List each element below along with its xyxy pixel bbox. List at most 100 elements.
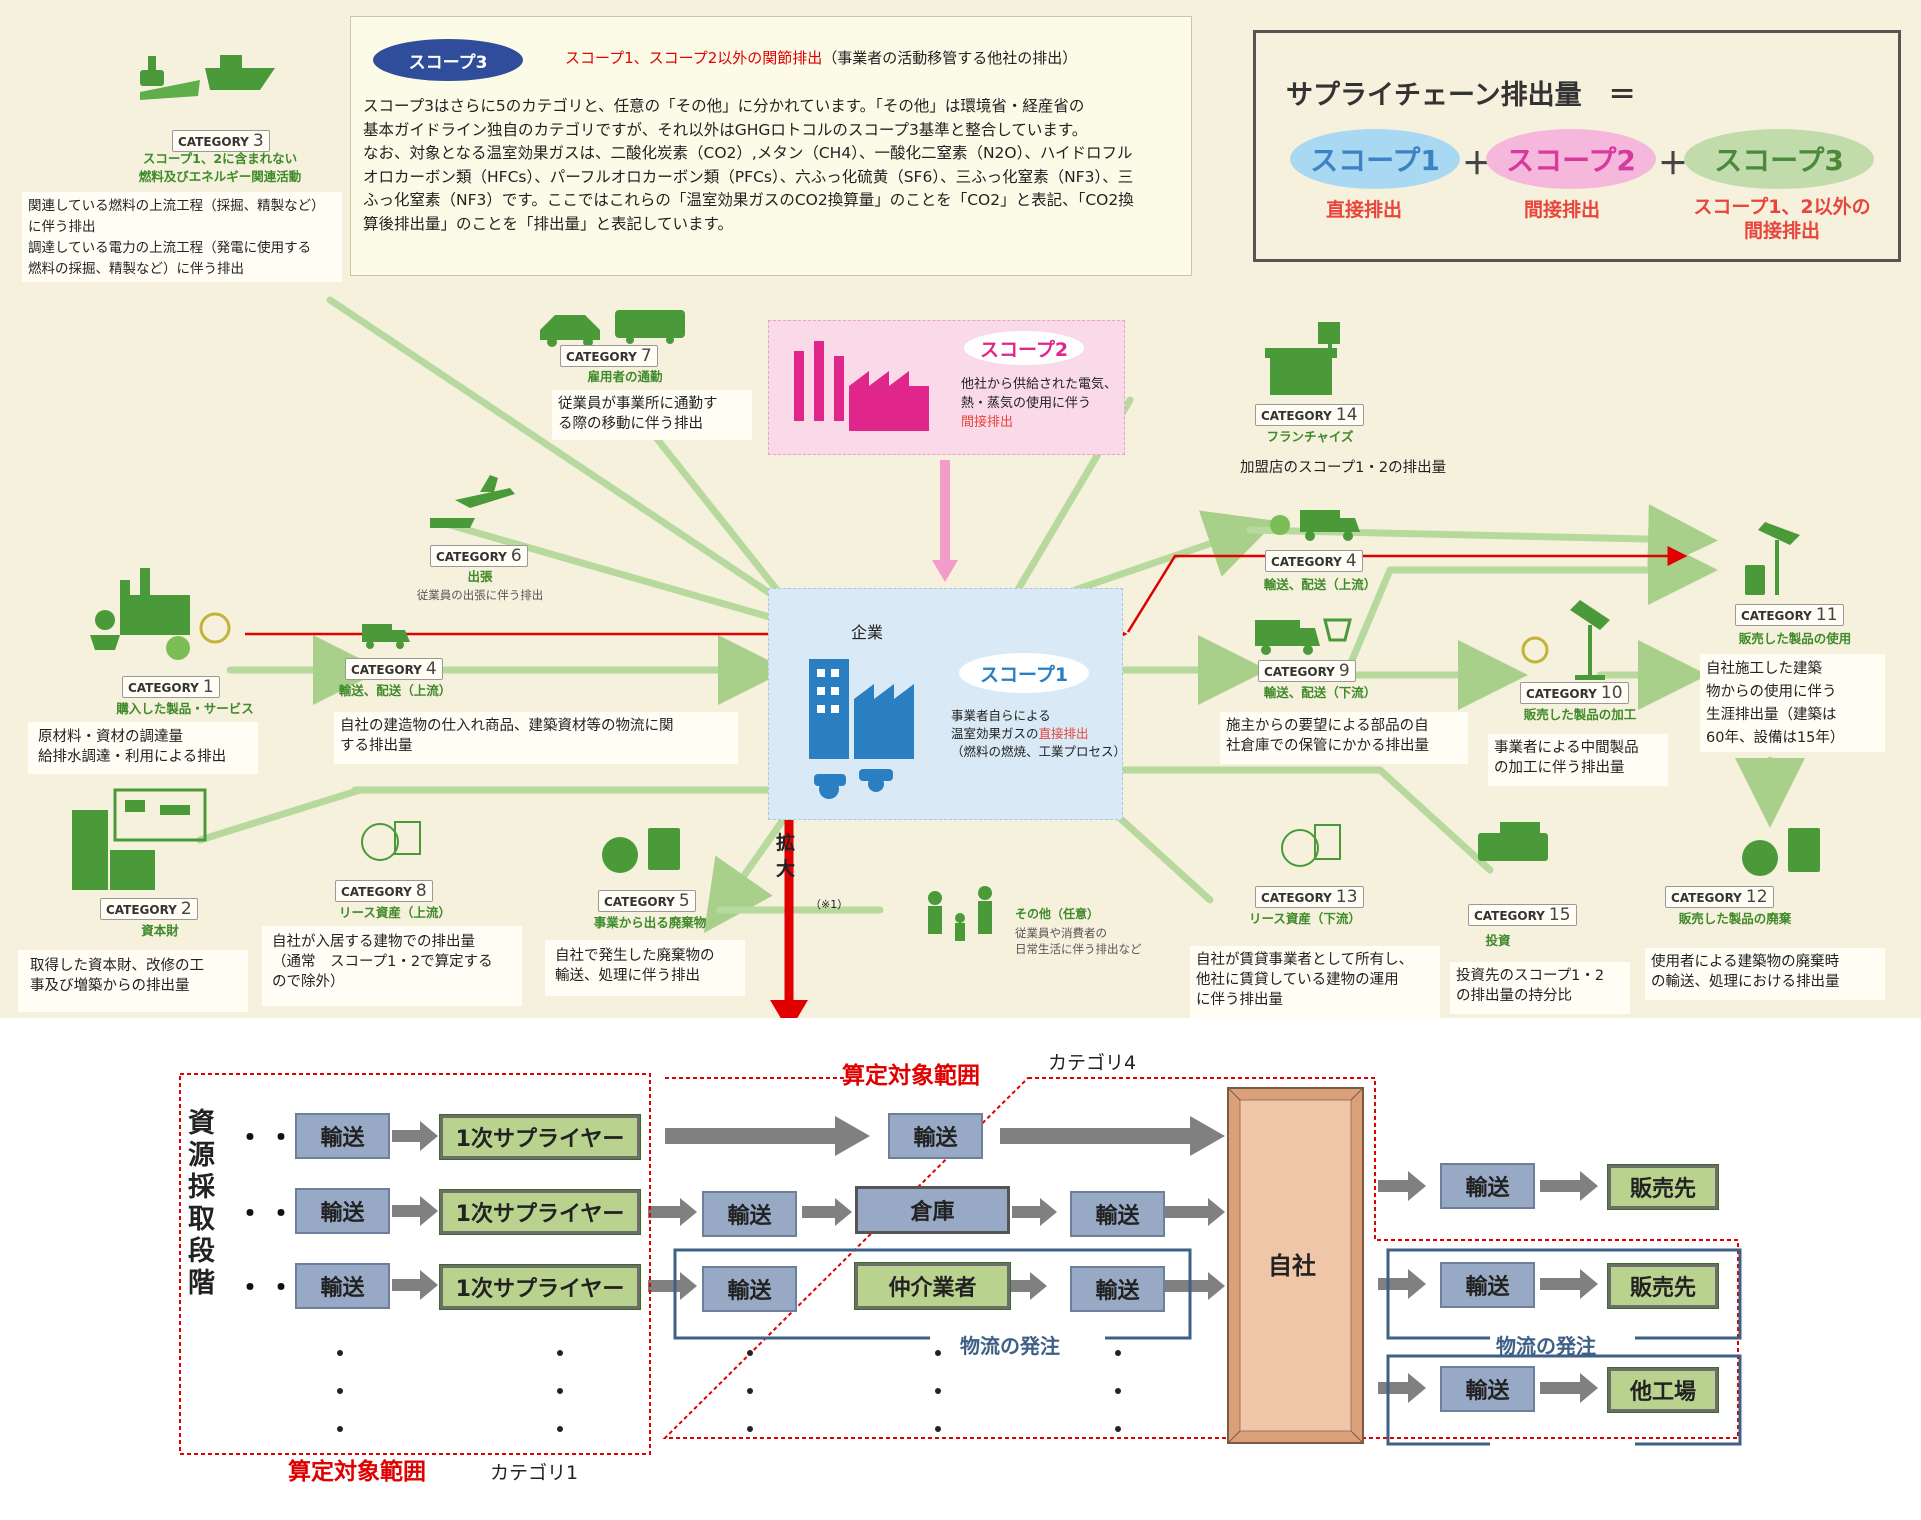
continuation-dot xyxy=(747,1388,753,1394)
transport-box: 輸送 xyxy=(1070,1191,1165,1237)
category4-label: カテゴリ4 xyxy=(1048,1052,1137,1074)
scope2-description: 他社から供給された電気、熱・蒸気の使用に伴う 間接排出 xyxy=(961,377,1118,430)
transport-box: 輸送 xyxy=(295,1263,390,1309)
company-scope1-card: 企業 スコープ1 事業者自らによる 温室効果ガスの直接排出 （燃料の燃焼、工業プ… xyxy=(768,588,1126,820)
supply-chain-formula-box: サプライチェーン排出量 ＝ スコープ1 ＋ スコープ2 ＋ スコープ3 直接排出… xyxy=(1253,30,1901,262)
scope1-desc: 直接排出 xyxy=(1326,199,1403,221)
resource-extraction-label: 資源採取段階 xyxy=(188,1108,215,1299)
other-title: その他（任意） xyxy=(1015,907,1100,921)
expand-label: 拡大 xyxy=(776,832,796,880)
logistics-order-label: 物流の発注 xyxy=(1496,1334,1596,1358)
cat3-description: 関連している燃料の上流工程（採掘、精製など）に伴う排出調達している電力の上流工程… xyxy=(28,198,325,277)
cat7-description: 従業員が事業所に通勤する際の移動に伴う排出 xyxy=(558,396,718,432)
plus-sign-2: ＋ xyxy=(1658,147,1688,182)
cat7-subtitle: 雇用者の通勤 xyxy=(587,369,663,384)
other-factory-box: 他工場 xyxy=(1607,1367,1719,1413)
lamp-icon-11 xyxy=(1745,522,1800,595)
cat7-desc-bg xyxy=(552,390,752,440)
cat12-subtitle: 販売した製品の廃棄 xyxy=(1678,911,1792,926)
cat12-desc-bg xyxy=(1645,948,1885,1000)
cat9-desc-bg xyxy=(1220,712,1468,764)
continuation-dot xyxy=(935,1350,941,1356)
cat5-desc-bg xyxy=(545,940,745,996)
cat10-desc-bg xyxy=(1488,734,1668,786)
calc-scope-label-cat4: 算定対象範囲 xyxy=(842,1063,980,1089)
continuation-dot xyxy=(1115,1388,1121,1394)
cat7-icons xyxy=(540,310,685,347)
primary-supplier-box: 1次サプライヤー xyxy=(439,1264,641,1310)
continuation-dot xyxy=(747,1426,753,1432)
lamp-icon-10 xyxy=(1521,600,1610,680)
sales-destination-box: 販売先 xyxy=(1607,1263,1719,1309)
scope3-badge: スコープ3 xyxy=(373,39,523,81)
cat13-subtitle: リース資産（下流） xyxy=(1249,911,1361,926)
company-label: 企業 xyxy=(851,623,884,642)
cat5-description: 自社で発生した廃棄物の輸送、処理に伴う排出 xyxy=(555,948,715,984)
calc-scope-label-cat1: 算定対象範囲 xyxy=(288,1459,426,1485)
transport-box: 輸送 xyxy=(295,1113,390,1159)
scope2-card: スコープ2 他社から供給された電気、熱・蒸気の使用に伴う 間接排出 xyxy=(768,320,1125,455)
primary-supplier-box: 1次サプライヤー xyxy=(439,1189,641,1235)
scope3-explanation-box: スコープ3 スコープ1、スコープ2以外の関節排出（事業者の活動移管する他社の排出… xyxy=(350,16,1192,276)
cat1-icons xyxy=(90,568,231,660)
calculation-scope-flow: 資源採取段階 ・・・ ・・・ ・・・ 輸送 1次サプライヤー 輸送 輸送 1次サ… xyxy=(0,1018,1921,1520)
cat5-subtitle: 事業から出る廃棄物 xyxy=(593,915,707,930)
cat4a-subtitle: 輸送、配送（上流） xyxy=(338,683,452,698)
continuation-dot xyxy=(1115,1426,1121,1432)
franchise-icon xyxy=(1265,322,1340,395)
cat2-subtitle: 資本財 xyxy=(141,923,179,938)
cat6-icon xyxy=(430,475,515,528)
continuation-dot xyxy=(337,1426,343,1432)
cat13-desc-bg xyxy=(1190,946,1440,1018)
scope2-desc: 間接排出 xyxy=(1524,199,1601,221)
truck-icon-4a xyxy=(362,624,410,649)
cat11-subtitle: 販売した製品の使用 xyxy=(1738,631,1852,646)
truck-icon-4b xyxy=(1270,510,1360,541)
sales-destination-box: 販売先 xyxy=(1607,1164,1719,1210)
cat9-description: 施主からの要望による部品の自社倉庫での保管にかかる排出量 xyxy=(1226,718,1429,754)
logistics-order-label: 物流の発注 xyxy=(960,1334,1060,1358)
cat12-description: 使用者による建築物の廃棄時の輸送、処理における排出量 xyxy=(1651,954,1840,990)
cat1-description: 原材料・資材の調達量給排水調達・利用による排出 xyxy=(38,729,227,765)
company-building-icon xyxy=(809,659,914,799)
transport-box: 輸送 xyxy=(702,1191,797,1237)
transport-box: 輸送 xyxy=(888,1113,983,1159)
waste-icon-12 xyxy=(1742,828,1820,876)
cat11-desc-bg xyxy=(1700,654,1885,752)
cat15-subtitle: 投資 xyxy=(1485,933,1511,948)
cat1-subtitle: 購入した製品・サービス xyxy=(116,701,254,716)
cat2-icons xyxy=(72,788,207,890)
continuation-dot xyxy=(557,1388,563,1394)
primary-supplier-box: 1次サプライヤー xyxy=(439,1114,641,1160)
cat3-icons xyxy=(140,55,275,100)
scope1-label: スコープ1 xyxy=(959,653,1089,693)
cat3-desc-bg xyxy=(22,192,342,282)
continuation-dot xyxy=(935,1388,941,1394)
continuation-dot xyxy=(337,1350,343,1356)
cat2-desc-bg xyxy=(18,950,248,1012)
cat2-description: 取得した資本財、改修の工事及び増築からの排出量 xyxy=(30,958,204,994)
cat4a-description: 自社の建造物の仕入れ商品、建築資材等の物流に関する排出量 xyxy=(340,718,674,754)
waste-icon-5 xyxy=(602,828,680,873)
scope1-oval: スコープ1 xyxy=(1290,129,1460,189)
truck-icon-9 xyxy=(1255,618,1352,655)
lease-icon-8 xyxy=(361,821,421,861)
factory-icon xyxy=(794,341,929,431)
cat8-description: 自社が入居する建物での排出量（通常 スコープ1・2で算定するので除外） xyxy=(272,934,493,990)
family-icon xyxy=(928,886,992,941)
transport-box: 輸送 xyxy=(702,1266,797,1312)
cat3-subtitle: スコープ1、2に含まれない燃料及びエネルギー関連活動 xyxy=(138,151,302,184)
cat8-subtitle: リース資産（上流） xyxy=(339,905,451,920)
scope3-title: スコープ1、スコープ2以外の関節排出（事業者の活動移管する他社の排出） xyxy=(565,49,1078,67)
formula-title: サプライチェーン排出量 ＝ xyxy=(1286,80,1636,111)
cat6-subtitle: 出張従業員の出張に伴う排出 xyxy=(416,569,544,602)
transport-box: 輸送 xyxy=(1440,1366,1535,1412)
